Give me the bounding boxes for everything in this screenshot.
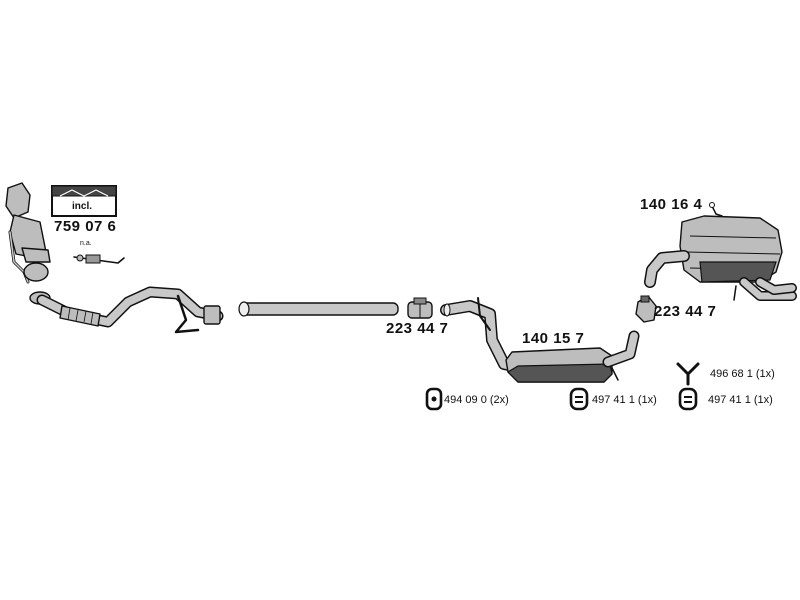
rubber-mount-icon-3 (678, 387, 698, 411)
legend-item-4: 497 41 1 (1x) (708, 394, 773, 406)
catalytic-converter (5, 182, 51, 305)
middle-silencer-number: 140 15 7 (522, 330, 585, 347)
oxygen-sensor (73, 254, 125, 264)
kit-box-icon (51, 185, 117, 217)
rear-silencer (644, 202, 797, 301)
legend-item-3: 496 68 1 (1x) (710, 368, 775, 380)
front-pipe (36, 286, 224, 334)
front-clamp (407, 297, 433, 319)
rear-clamp (635, 295, 657, 323)
intermediate-pipe (238, 301, 399, 317)
rubber-mount-icon-2 (569, 387, 589, 411)
legend-item-2: 497 41 1 (1x) (592, 394, 657, 406)
front-clamp-number: 223 44 7 (386, 320, 449, 337)
legend-item-1: 494 09 0 (2x) (444, 394, 509, 406)
kit-box-label: incl. (72, 201, 93, 212)
middle-silencer (440, 297, 640, 383)
na-note: n.a. (80, 240, 92, 247)
rear-silencer-number: 140 16 4 (640, 196, 703, 213)
kit-part-number: 759 07 6 (54, 218, 117, 235)
rubber-mount-icon-1 (425, 387, 443, 411)
rear-clamp-number: 223 44 7 (654, 303, 717, 320)
hanger-y-icon (676, 362, 700, 386)
